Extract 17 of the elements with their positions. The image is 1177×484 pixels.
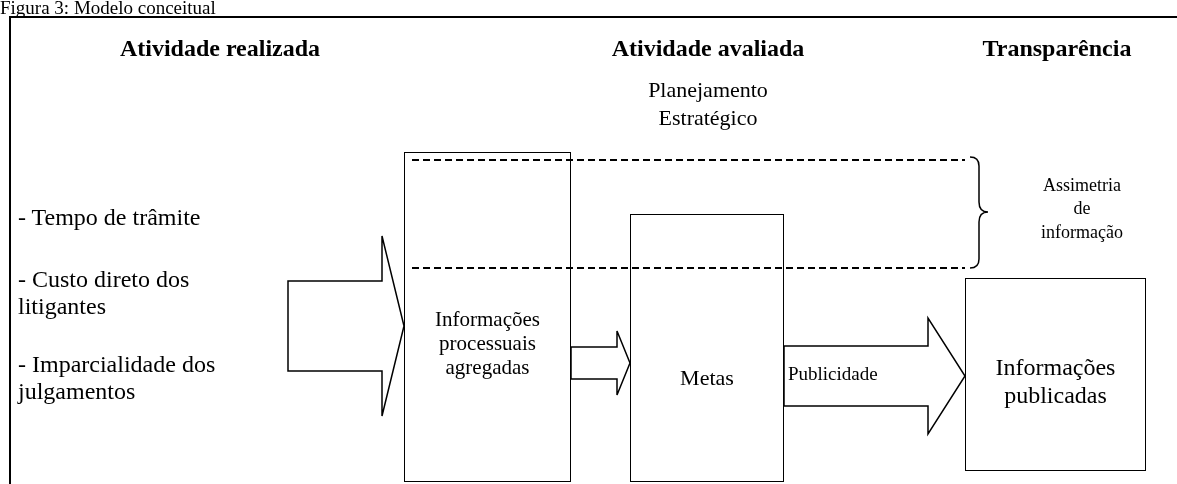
- process-box: [965, 278, 1146, 471]
- list-item: - Imparcialidade dos julgamentos: [18, 350, 217, 406]
- column-heading: Transparência: [981, 34, 1133, 63]
- annotation-text: Planejamento Estratégico: [647, 76, 769, 131]
- annotation-text: Assimetria de informação: [1040, 174, 1124, 244]
- process-box: [404, 152, 571, 482]
- column-heading: Atividade realizada: [118, 34, 322, 63]
- figure-title: Figura 3: Modelo conceitual: [0, 0, 216, 19]
- list-item: - Custo direto dos litigantes: [18, 265, 191, 321]
- column-heading: Atividade avaliada: [610, 34, 806, 63]
- process-box: [630, 214, 784, 482]
- list-item: - Tempo de trâmite: [18, 204, 201, 232]
- box-text: Metas: [680, 365, 734, 391]
- box-text: Informações publicadas: [994, 354, 1117, 410]
- block-arrow: [570, 330, 631, 396]
- box-text: Informações processuais agregadas: [434, 307, 541, 380]
- block-arrow: [287, 235, 405, 417]
